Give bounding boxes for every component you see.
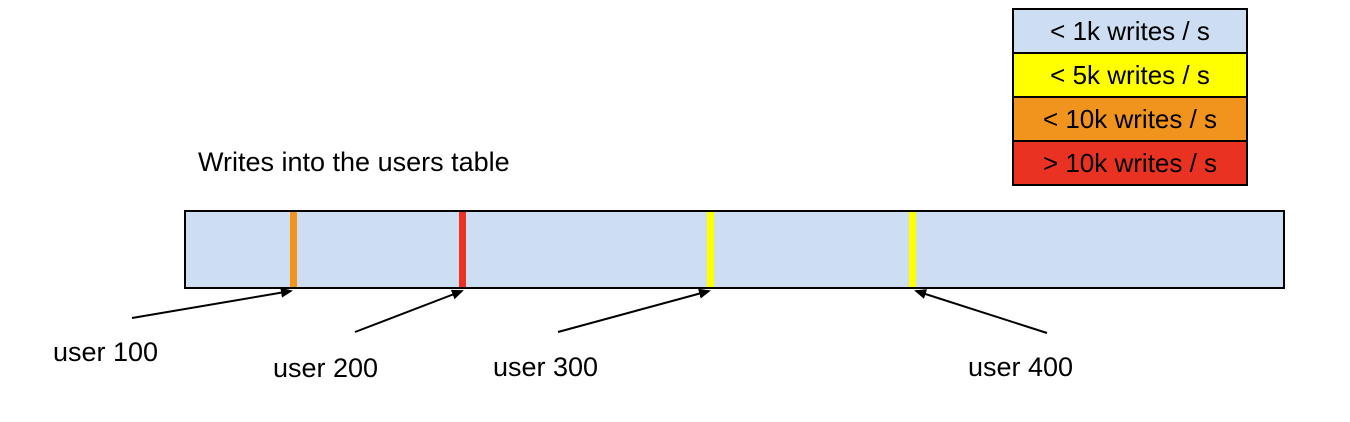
legend: < 1k writes / s < 5k writes / s < 10k wr… <box>1012 8 1248 186</box>
label-user-100: user 100 <box>53 337 159 367</box>
diagram-title: Writes into the users table <box>198 147 510 177</box>
write-hotspot-user-400 <box>909 212 916 287</box>
users-table-keyspace-bar <box>184 210 1285 289</box>
legend-item-label: < 10k writes / s <box>1042 103 1218 134</box>
label-user-400: user 400 <box>968 352 1074 382</box>
legend-item-label: > 10k writes / s <box>1042 147 1218 178</box>
label-user-200: user 200 <box>273 353 379 383</box>
label-user-300: user 300 <box>493 352 599 382</box>
arrow-user-400 <box>914 289 1048 334</box>
legend-item-gt-10k: > 10k writes / s <box>1012 140 1248 186</box>
legend-item-label: < 1k writes / s <box>1050 15 1210 46</box>
legend-item-lt-10k: < 10k writes / s <box>1012 96 1248 142</box>
legend-item-lt-1k: < 1k writes / s <box>1012 8 1248 54</box>
legend-item-lt-5k: < 5k writes / s <box>1012 52 1248 98</box>
write-hotspot-user-100 <box>290 212 297 287</box>
arrow-user-100 <box>131 287 293 319</box>
arrow-user-300 <box>557 288 711 333</box>
legend-item-label: < 5k writes / s <box>1050 59 1210 90</box>
arrow-user-200 <box>354 289 464 333</box>
write-hotspot-user-300 <box>707 212 714 287</box>
write-hotspot-user-200 <box>459 212 466 287</box>
